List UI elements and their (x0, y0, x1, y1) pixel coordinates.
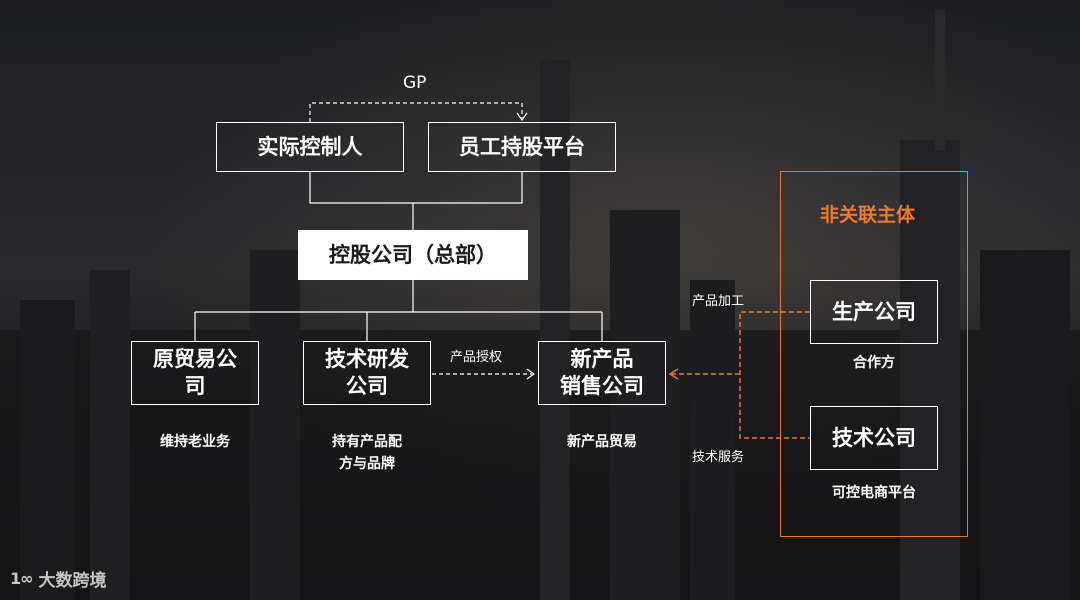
gp-label: GP (403, 73, 427, 93)
caption-production: 合作方 (853, 355, 895, 371)
node-tech-company: 技术公司 (810, 406, 938, 470)
caption-sales: 新产品贸易 (567, 434, 637, 450)
caption-rnd: 持有产品配 方与品牌 (332, 434, 402, 472)
unrelated-entities-group (780, 171, 968, 537)
node-sales-company: 新产品 销售公司 (538, 341, 666, 405)
logo-mark-icon: 1∞ (10, 569, 33, 588)
caption-trade: 维持老业务 (160, 434, 230, 450)
caption-tech: 可控电商平台 (832, 485, 916, 501)
edge-label-processing: 产品加工 (692, 294, 745, 309)
edge-label-license: 产品授权 (450, 350, 503, 365)
node-production-company: 生产公司 (810, 280, 938, 344)
node-employee-platform: 员工持股平台 (428, 122, 616, 172)
node-controller: 实际控制人 (216, 122, 404, 172)
edge-label-tech-service: 技术服务 (692, 450, 745, 465)
node-rnd-company: 技术研发 公司 (303, 341, 431, 405)
node-trade-company: 原贸易公 司 (131, 341, 259, 405)
group-title: 非关联主体 (820, 204, 916, 226)
node-holding-company: 控股公司（总部） (298, 230, 528, 280)
logo-text: 大数跨境 (38, 571, 107, 591)
brand-logo: 1∞ 大数跨境 (10, 566, 106, 591)
